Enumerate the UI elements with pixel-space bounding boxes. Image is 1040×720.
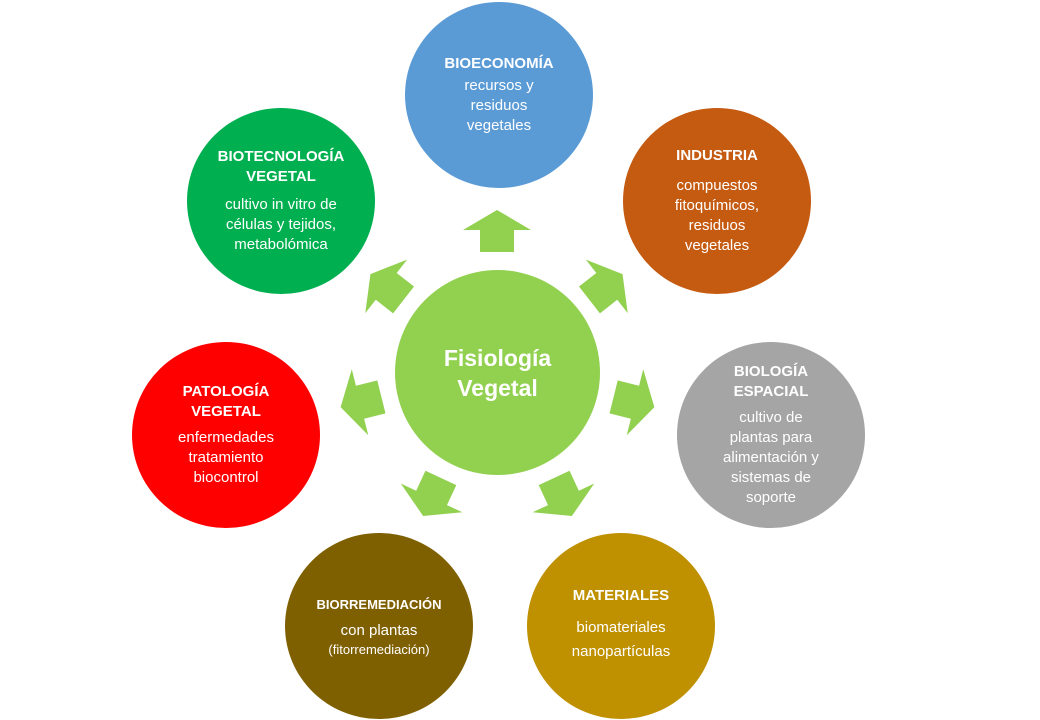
node-title: MATERIALES [572, 587, 670, 604]
arrow-to-biologia-espacial [609, 369, 655, 436]
node-patologia: PATOLOGÍA VEGETAL enfermedades tratamien… [132, 342, 320, 528]
node-text: nanopartículas [571, 643, 671, 660]
node-materiales: MATERIALES biomateriales nanopartículas [527, 533, 715, 719]
node-title: VEGETAL [191, 403, 261, 420]
arrow-to-industria [578, 259, 628, 314]
center-circle: Fisiología Vegetal [395, 270, 600, 475]
node-text: cultivo in vitro de [225, 196, 337, 213]
node-text: compuestos [676, 177, 758, 194]
node-title: BIOLOGÍA [733, 363, 809, 380]
node-title: PATOLOGÍA [182, 383, 270, 400]
arrow-to-patologia [340, 369, 386, 436]
node-text: tratamiento [188, 449, 264, 466]
node-text: residuos [470, 97, 528, 114]
arrow-to-biotecnologia [365, 259, 415, 314]
arrow-to-bioeconomia [463, 210, 531, 252]
node-title: ESPACIAL [733, 383, 809, 400]
node-text: metabolómica [234, 236, 328, 253]
center-title-line1: Fisiología [443, 344, 552, 371]
node-text: fitoquímicos, [674, 197, 760, 214]
node-text: vegetales [684, 237, 750, 254]
node-biologia-espacial: BIOLOGÍA ESPACIAL cultivo de plantas par… [677, 342, 865, 528]
node-title: VEGETAL [246, 168, 316, 185]
node-text: sistemas de [730, 469, 812, 486]
node-title: BIORREMEDIACIÓN [316, 596, 442, 612]
node-text: biomateriales [576, 619, 666, 636]
node-industria: INDUSTRIA compuestos fitoquímicos, resid… [623, 108, 811, 294]
node-title: INDUSTRIA [676, 147, 758, 164]
node-text: con plantas [340, 621, 418, 639]
node-subtext: (fitorremediación) [328, 641, 430, 657]
node-biotecnologia: BIOTECNOLOGÍA VEGETAL cultivo in vitro d… [187, 108, 375, 294]
arrow-to-biorremediacion [400, 470, 463, 517]
node-text: cultivo de [739, 409, 803, 426]
node-bioeconomia: BIOECONOMÍA recursos y residuos vegetale… [405, 2, 593, 188]
node-biorremediacion: BIORREMEDIACIÓN con plantas (fitorremedi… [285, 533, 473, 719]
node-text: alimentación y [723, 449, 819, 466]
node-text: células y tejidos, [225, 216, 337, 233]
node-text: biocontrol [193, 469, 259, 486]
node-text: plantas para [729, 429, 813, 446]
arrow-to-materiales [532, 470, 595, 517]
node-text: soporte [745, 489, 797, 506]
node-title: BIOECONOMÍA [444, 55, 554, 72]
node-text: recursos y [464, 77, 534, 94]
center-title-line2: Vegetal [457, 374, 538, 401]
node-text: enfermedades [178, 429, 274, 446]
node-text: vegetales [466, 117, 532, 134]
node-title: BIOTECNOLOGÍA [217, 148, 345, 165]
node-text: residuos [688, 217, 746, 234]
